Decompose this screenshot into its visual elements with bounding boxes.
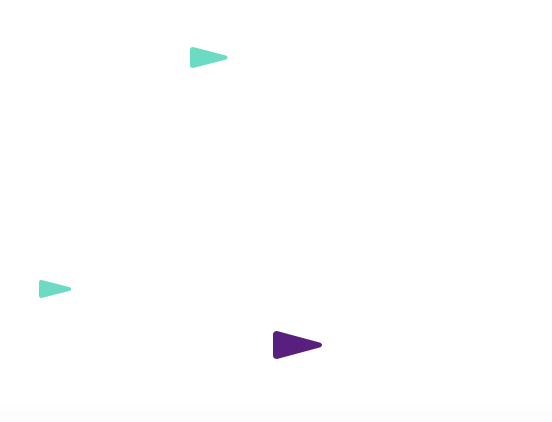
arrow-piece-teal-left-icon[interactable] [38,279,73,299]
canvas-floor [0,404,552,422]
arrow-piece-teal-top-icon[interactable] [189,46,229,69]
arrow-piece-purple-icon[interactable] [272,330,324,360]
